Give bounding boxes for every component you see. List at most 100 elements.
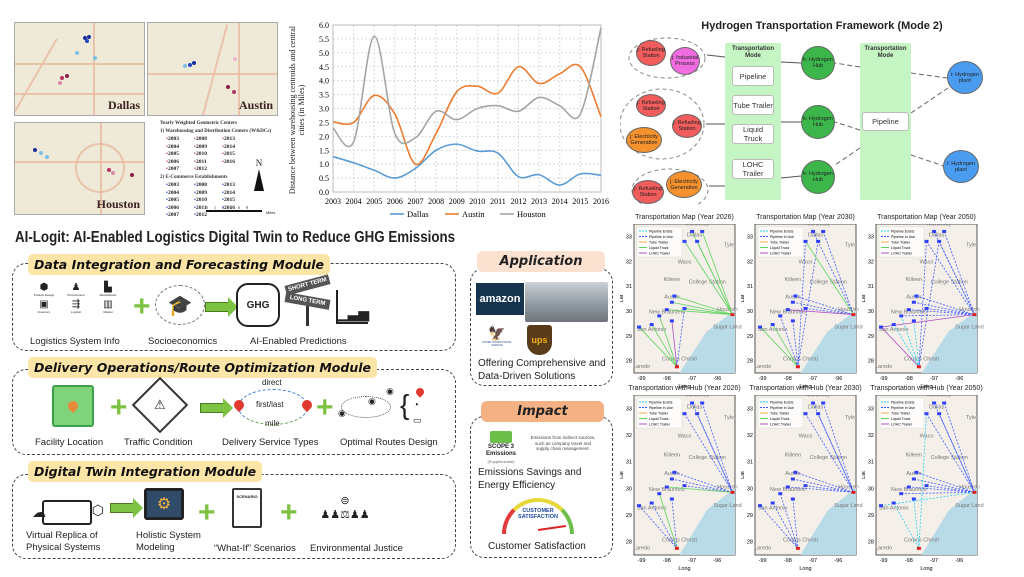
place-label: Waco bbox=[920, 260, 934, 266]
legend-label: Pipeline in Use bbox=[649, 235, 673, 239]
route-edge bbox=[779, 493, 799, 549]
y-axis-label: Lat bbox=[620, 294, 625, 302]
route-edge bbox=[696, 241, 733, 315]
place-label: Dallas bbox=[687, 232, 703, 238]
x-tick-label: -99 bbox=[638, 558, 646, 564]
refueling-station-node: j: Refueling Station bbox=[632, 180, 664, 204]
hub-node bbox=[674, 546, 679, 550]
legend-label: Pipeline Exists bbox=[649, 401, 673, 405]
x-tick-label: -98 bbox=[784, 376, 792, 382]
y-tick-label: 28 bbox=[868, 540, 874, 546]
route-edge bbox=[926, 485, 975, 493]
scale-unit: Miles bbox=[266, 210, 276, 215]
demand-node bbox=[790, 497, 795, 501]
route-edge bbox=[674, 295, 733, 316]
electricity-generation-node: j: Electricity Generation bbox=[626, 127, 662, 153]
hub-node bbox=[916, 365, 921, 369]
supply-chain-stage: ⬢Product Design bbox=[28, 282, 60, 297]
x-tick-label: -98 bbox=[905, 558, 913, 564]
scope3-supplemental: (Supplemental) bbox=[487, 459, 515, 464]
hydrogen-framework: Hydrogen Transportation Framework (Mode … bbox=[620, 0, 1024, 205]
label-logistics-system-info: Logistics System Info bbox=[30, 336, 120, 347]
demand-node bbox=[811, 401, 816, 405]
demand-node bbox=[793, 294, 798, 298]
electricity-generation-node: j: Electricity Generation bbox=[666, 171, 702, 198]
map-label-houston: Houston bbox=[96, 197, 140, 211]
label-traffic-condition: Traffic Condition bbox=[124, 437, 193, 448]
route-edge bbox=[787, 309, 854, 316]
place-label: McKinney bbox=[685, 395, 709, 398]
plus-icon: + bbox=[198, 496, 216, 529]
place-label: San Antonio bbox=[758, 327, 788, 333]
austin-map: Austin bbox=[147, 22, 278, 116]
place-label: Killeen bbox=[785, 452, 802, 458]
place-label: Laredo bbox=[875, 364, 892, 370]
y-tick-label: 30 bbox=[626, 309, 632, 315]
stage-label: Product Design bbox=[33, 293, 55, 297]
demand-node bbox=[924, 306, 929, 310]
y-tick-label: 28 bbox=[626, 540, 632, 546]
x-tick-label: -96 bbox=[713, 558, 721, 564]
route-edge bbox=[792, 498, 799, 549]
x-tick-label: 2009 bbox=[449, 197, 465, 206]
usps-text: UNITED STATES POSTAL SERVICE bbox=[482, 341, 512, 347]
route-edge bbox=[772, 502, 799, 549]
place-label: Tyler bbox=[724, 415, 736, 421]
demand-node bbox=[785, 485, 790, 489]
plus-icon: + bbox=[316, 391, 334, 424]
legend-year: 2007 bbox=[166, 212, 194, 218]
stage-label: Market bbox=[103, 310, 113, 314]
legend-year: 2011 bbox=[194, 159, 222, 165]
legend-year: 2004 bbox=[166, 190, 194, 196]
scale-tick: 8 bbox=[246, 205, 248, 210]
route-edge bbox=[822, 231, 854, 315]
y-tick-label: 31 bbox=[868, 460, 874, 466]
legend-year: 2012 bbox=[194, 212, 222, 218]
ups-logo: ups bbox=[527, 325, 552, 355]
place-label: Killeen bbox=[664, 452, 681, 458]
place-label: McKinney bbox=[927, 395, 951, 398]
supply-chain-stage: ▙Manufacture bbox=[92, 282, 124, 297]
label-first-last: first/last bbox=[256, 400, 284, 409]
x-tick-label: 2008 bbox=[428, 197, 444, 206]
place-label: San Antonio bbox=[879, 506, 909, 512]
map-title: Transportation with Hub (Year 2030) bbox=[749, 385, 862, 392]
place-label: New Braunfels bbox=[770, 487, 806, 493]
x-tick-label: -98 bbox=[905, 376, 913, 382]
route-edge bbox=[805, 241, 854, 315]
place-label: Laredo bbox=[754, 364, 771, 370]
legend-label: Liquid Truck bbox=[891, 246, 911, 250]
x-tick-label: 2012 bbox=[511, 197, 527, 206]
gulf-water bbox=[800, 310, 856, 373]
place-label: Tyler bbox=[845, 415, 857, 421]
y-tick-label: 32 bbox=[868, 433, 874, 439]
route-edge bbox=[658, 493, 678, 549]
x-tick-label: -97 bbox=[809, 558, 817, 564]
place-label: Houston bbox=[959, 307, 980, 313]
route-edge bbox=[938, 413, 975, 493]
legend-year: 2014 bbox=[222, 190, 250, 196]
scope3-emissions: Emissions bbox=[485, 451, 516, 457]
demand-node bbox=[637, 504, 642, 508]
route-edge bbox=[943, 402, 975, 493]
route-edge bbox=[938, 241, 975, 315]
route-edge bbox=[893, 324, 920, 367]
place-label: Laredo bbox=[633, 364, 650, 370]
route-edge bbox=[918, 241, 940, 367]
dallas-map: Dallas bbox=[14, 22, 145, 116]
label-virtual-replica: Virtual Replica of Physical Systems bbox=[26, 530, 101, 553]
route-edge bbox=[676, 308, 685, 367]
demand-node bbox=[942, 401, 947, 405]
x-tick-label: -96 bbox=[713, 376, 721, 382]
x-tick-label: 2005 bbox=[366, 197, 382, 206]
x-tick-label: -99 bbox=[759, 558, 767, 564]
place-label: Sugar Land bbox=[713, 324, 741, 330]
y-tick-label: 31 bbox=[626, 284, 632, 290]
label-facility-location: Facility Location bbox=[35, 437, 104, 448]
map-title: Transportation Map (Year 2026) bbox=[635, 214, 734, 221]
route-edge bbox=[893, 502, 920, 549]
demand-node bbox=[821, 401, 826, 405]
